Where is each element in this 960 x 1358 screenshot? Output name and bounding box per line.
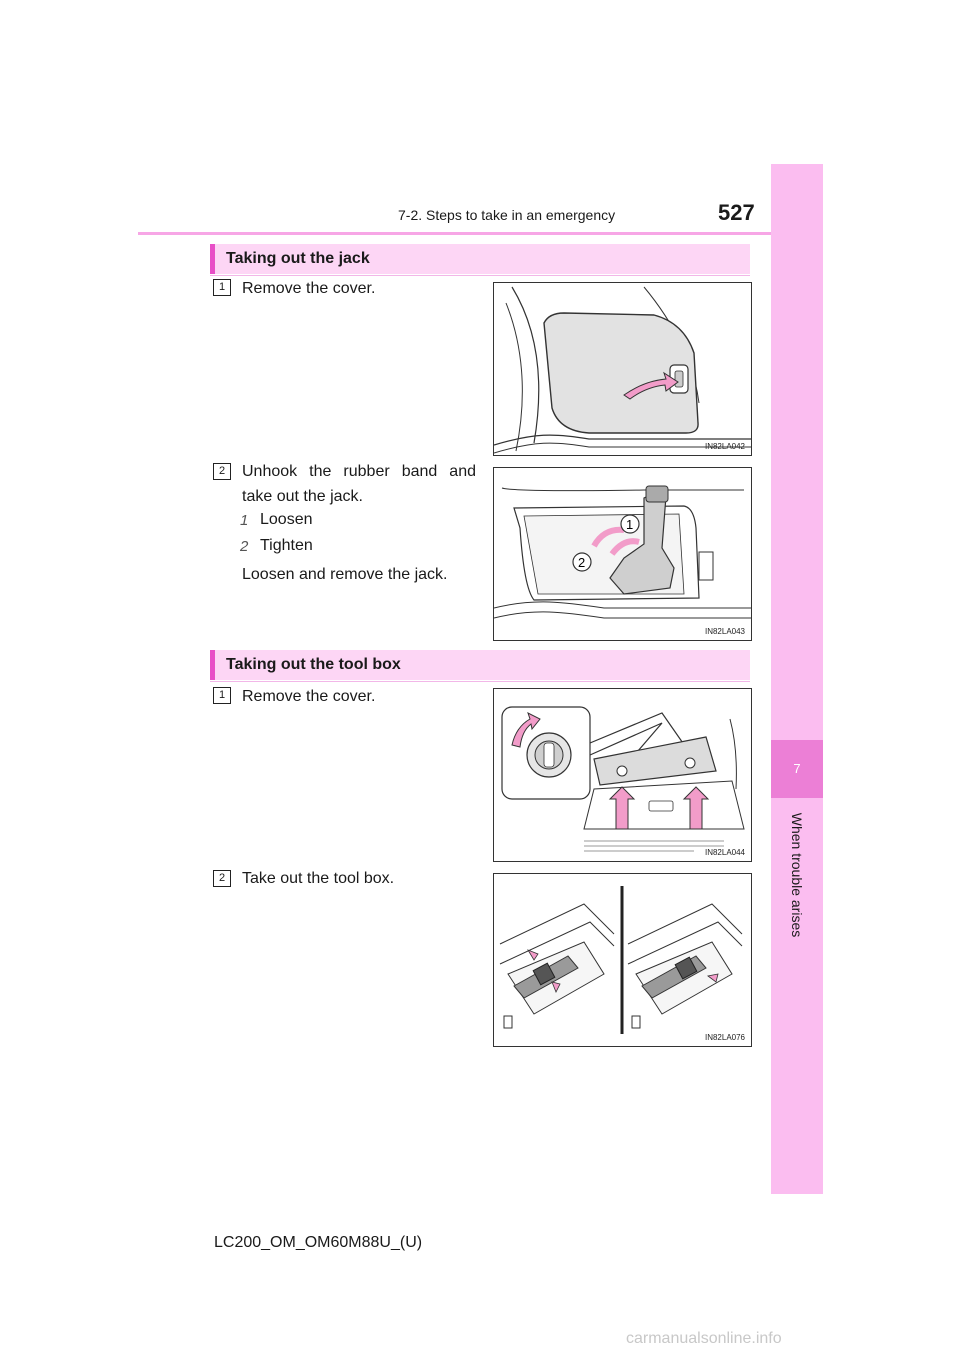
step-number-box: 2 <box>213 870 231 887</box>
callout-1: 1 <box>626 517 633 532</box>
step-number-box: 2 <box>213 463 231 480</box>
section-heading-tool-box: Taking out the tool box <box>210 650 750 682</box>
jack-removal-illustration: 1 2 <box>494 485 751 619</box>
step-text: Remove the cover. <box>242 688 376 705</box>
figure-jack-removal: 1 2 IN82LA043 <box>493 467 752 641</box>
tool-box-cover-illustration <box>501 706 745 852</box>
sub-item-number: 1 <box>240 512 249 529</box>
running-header: 7-2. Steps to take in an emergency <box>398 207 616 223</box>
figure-tool-box-removal: IN82LA076 <box>493 873 752 1047</box>
sub-item-number: 2 <box>240 538 249 555</box>
step-text-line: take out the jack. <box>242 488 363 505</box>
section-heading-jack: Taking out the jack <box>210 244 750 276</box>
header-rule <box>138 232 822 235</box>
section-title: Taking out the tool box <box>226 656 401 673</box>
tool-box-removal-illustration <box>499 886 743 1034</box>
figure-code: IN82LA043 <box>704 627 745 636</box>
sub-item-text: Loosen <box>260 511 313 528</box>
section-title: Taking out the jack <box>226 250 370 267</box>
side-tab <box>771 164 823 1194</box>
step-number-box: 1 <box>213 279 231 296</box>
step-text: Take out the tool box. <box>242 870 395 887</box>
jack-cover-illustration <box>494 286 751 454</box>
sub-item-text: Tighten <box>260 537 313 554</box>
callout-2: 2 <box>578 555 585 570</box>
chapter-title-label: When trouble arises <box>789 812 805 938</box>
step-note: Loosen and remove the jack. <box>242 566 448 583</box>
step-text-line: Unhook the rubber band and <box>242 463 476 480</box>
figure-jack-cover: IN82LA042 <box>493 282 752 456</box>
step-text: Remove the cover. <box>242 280 376 297</box>
figure-code: IN82LA044 <box>704 848 745 857</box>
figure-code: IN82LA076 <box>704 1033 745 1042</box>
page-number: 527 <box>718 200 755 225</box>
figure-tool-box-cover: IN82LA044 <box>493 688 752 862</box>
chapter-number-tab[interactable]: 7 <box>771 740 823 798</box>
step-number-box: 1 <box>213 687 231 704</box>
manual-code: LC200_OM_OM60M88U_(U) <box>214 1234 423 1251</box>
watermark[interactable]: carmanualsonline.info <box>626 1330 782 1347</box>
figure-code: IN82LA042 <box>704 442 745 451</box>
